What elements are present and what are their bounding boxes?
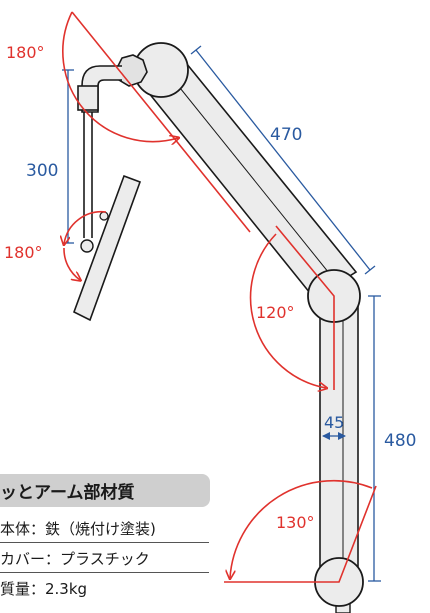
- spec-row-weight: 質量：2.3kg: [0, 574, 209, 602]
- angle-base-label: 130°: [276, 513, 315, 532]
- spec-header: ッとアーム部材質: [0, 474, 210, 507]
- angle-tilt-rotation-label: 180°: [4, 243, 43, 262]
- spec-row-body-text: 本体：鉄（焼付け塗装): [0, 520, 156, 538]
- spec-row-body: 本体：鉄（焼付け塗装): [0, 514, 209, 543]
- monitor-panel: [73, 174, 142, 322]
- dimension-arm-length-label: 470: [270, 125, 302, 145]
- dimension-vertical-reach-label: 300: [26, 161, 58, 181]
- dimension-width: [322, 432, 346, 440]
- dimension-pole-height: [368, 295, 381, 582]
- dimension-width-label: 45: [324, 413, 344, 432]
- angle-top-rotation: [62, 11, 251, 233]
- dimension-pole-height-label: 480: [384, 431, 416, 451]
- spec-title: ッとアーム部材質: [0, 483, 135, 503]
- spec-row-weight-text: 質量：2.3kg: [0, 580, 88, 598]
- head-bracket: [77, 54, 148, 253]
- angle-elbow: [249, 225, 335, 390]
- dimension-arm-length: [190, 45, 376, 275]
- dimension-vertical-reach: [62, 69, 74, 244]
- angle-tilt-rotation: [64, 210, 107, 280]
- angle-elbow-label: 120°: [256, 303, 295, 322]
- spec-row-cover-text: カバー：プラスチック: [0, 550, 150, 568]
- spec-row-cover: カバー：プラスチック: [0, 544, 209, 573]
- angle-base: [224, 479, 377, 583]
- angle-top-rotation-label: 180°: [6, 43, 45, 62]
